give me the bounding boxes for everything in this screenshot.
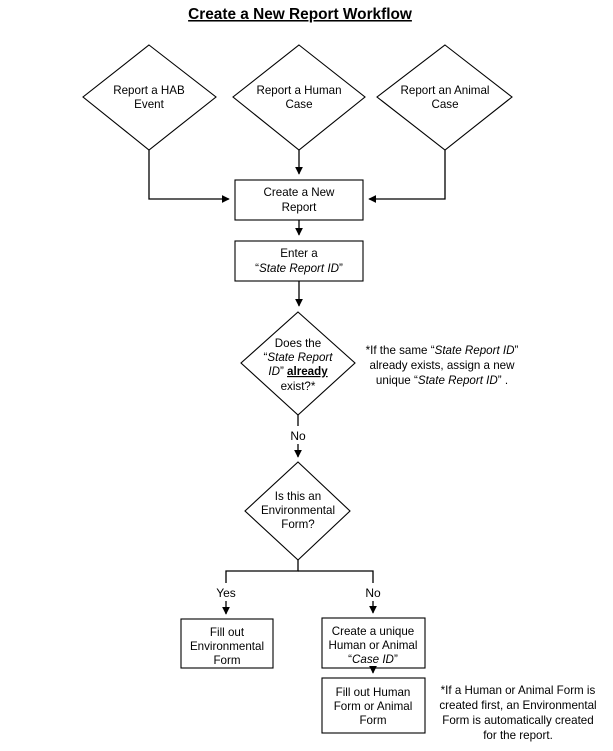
node-create-unique-case-id[interactable]: Create a unique Human or Animal “Case ID… [321,617,426,669]
note-auto-environmental-form: *If a Human or Animal Form is created fi… [439,684,596,742]
note-auto-env-line1: *If a Human or Animal Form is [441,684,596,697]
connector-animal-to-create-report [368,150,446,203]
create-case-id-line2: Human or Animal [329,639,418,652]
node-report-human-case[interactable]: Report a Human Case [232,44,366,151]
quote-close: ” [515,344,519,357]
note-state-report-id-line3: unique “State Report ID” . [376,374,508,387]
fill-human-animal-line2: Form or Animal [334,700,413,713]
state-report-term: State Report [267,351,333,364]
note-auto-env-line4: for the report. [483,729,553,742]
decision-id-exists-line1: Does the [275,337,321,350]
note-line3-pre: unique [376,374,414,387]
node-report-animal-case[interactable]: Report an Animal Case [376,44,513,151]
node-report-hab-event-label-line1: Report a HAB [113,84,185,97]
branch-label-env-yes: Yes [216,586,236,600]
create-case-id-line3: “Case ID” [348,653,398,666]
quote-open: “ [348,653,352,666]
note-line1-pre: *If the same [366,344,431,357]
node-fill-out-environmental-form[interactable]: Fill out Environmental Form [180,618,274,669]
node-enter-state-report-id-label-line1: Enter a [280,247,318,260]
connector-hab-to-create-report [148,150,230,203]
already-emphasis: already [287,365,328,378]
note-line3-post: . [502,374,508,387]
node-enter-state-report-id[interactable]: Enter a “State Report ID” [234,240,364,282]
node-fill-out-human-or-animal-form[interactable]: Fill out Human Form or Animal Form [321,677,426,734]
note-state-report-id: *If the same “State Report ID” already e… [366,344,519,387]
node-report-animal-case-label-line1: Report an Animal [401,84,490,97]
note-state-report-id-line2: already exists, assign a new [370,359,516,372]
decision-id-exists-line2: “State Report [264,351,334,364]
state-report-id-term: State Report ID [259,262,339,275]
quote-open: “ [431,344,435,357]
note-auto-env-line3: Form is automatically created [442,714,593,727]
connector-env-no-branch [298,570,374,583]
connector-env-yes-branch [225,560,299,583]
node-decision-environmental-form[interactable]: Is this an Environmental Form? [244,461,351,561]
decision-env-form-line1: Is this an [275,490,321,503]
node-enter-state-report-id-label-line2: “State Report ID” [255,262,343,275]
fill-human-animal-line1: Fill out Human [336,686,411,699]
node-create-new-report-label-line1: Create a New [264,186,336,199]
fill-env-form-line1: Fill out [210,626,245,639]
node-decision-state-report-id-exists[interactable]: Does the “State Report ID” already exist… [240,311,356,416]
branch-label-env-no: No [365,586,381,600]
fill-human-animal-line3: Form [359,714,386,727]
note-auto-env-line2: created first, an Environmental [439,699,596,712]
fill-env-form-line2: Environmental [190,640,264,653]
quote-close: ” [280,365,284,378]
decision-env-form-line2: Environmental [261,504,335,517]
quote-close: ” [498,374,502,387]
branch-label-id-exists-no: No [290,429,306,443]
node-report-hab-event[interactable]: Report a HAB Event [82,44,217,151]
node-create-new-report-label-line2: Report [282,201,318,214]
create-case-id-line1: Create a unique [332,625,415,638]
page-title: Create a New Report Workflow [188,6,412,23]
quote-close: ” [339,262,343,275]
fill-env-form-line3: Form [213,654,240,667]
quote-open: “ [414,374,418,387]
node-report-animal-case-label-line2: Case [431,98,458,111]
id-term: ID [268,365,280,378]
node-report-human-case-label-line2: Case [285,98,312,111]
quote-open: “ [264,351,268,364]
quote-close: ” [394,653,398,666]
decision-env-form-line3: Form? [281,518,315,531]
quote-open: “ [255,262,259,275]
node-create-new-report[interactable]: Create a New Report [234,179,364,221]
node-report-human-case-label-line1: Report a Human [256,84,341,97]
state-report-id-term: State Report ID [418,374,498,387]
note-state-report-id-line1: *If the same “State Report ID” [366,344,519,357]
node-report-hab-event-label-line2: Event [134,98,164,111]
state-report-id-term: State Report ID [435,344,515,357]
case-id-term: Case ID [352,653,394,666]
decision-id-exists-line3: ID” already [268,365,328,378]
decision-id-exists-line4: exist?* [281,380,316,393]
